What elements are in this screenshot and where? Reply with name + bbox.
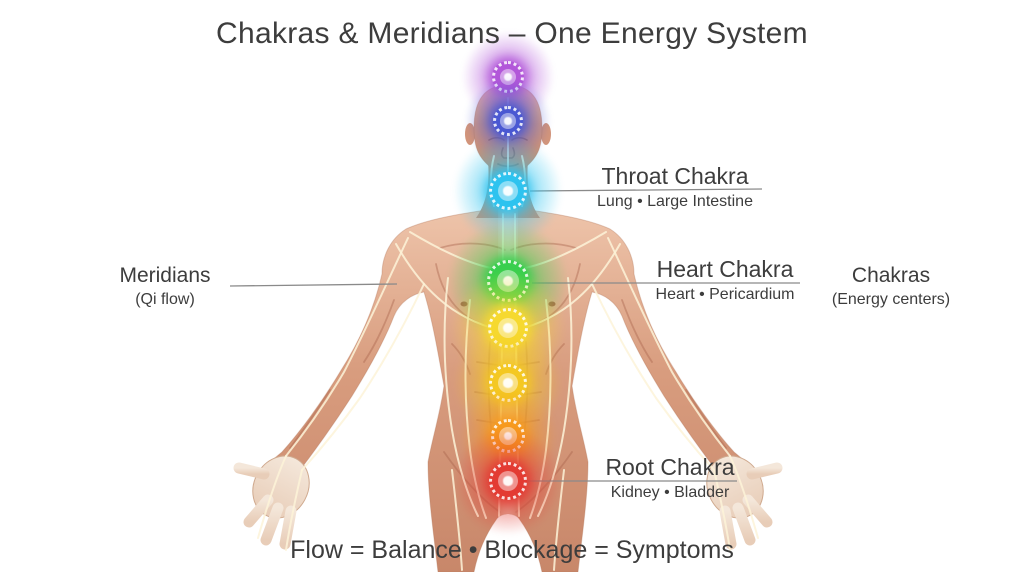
callout-subtitle: (Qi flow) xyxy=(135,291,195,308)
callout-title: Root Chakra xyxy=(605,454,735,480)
callout-subtitle: Heart • Pericardium xyxy=(655,286,795,303)
left-hand xyxy=(233,455,310,550)
callout-subtitle: Lung • Large Intestine xyxy=(597,193,753,210)
callout-subtitle: Kidney • Bladder xyxy=(610,484,730,501)
throat-chakra-callout: Throat Chakra Lung • Large Intestine xyxy=(597,164,753,210)
callout-subtitle: (Energy centers) xyxy=(831,291,951,308)
footer-caption: Flow = Balance • Blockage = Symptoms xyxy=(290,536,734,564)
page-title: Chakras & Meridians – One Energy System xyxy=(216,17,808,50)
meridians-leader-line xyxy=(229,283,398,287)
meridians-label: Meridians (Qi flow) xyxy=(119,264,210,308)
callout-title: Throat Chakra xyxy=(601,163,749,189)
heart-chakra-callout: Heart Chakra Heart • Pericardium xyxy=(656,257,795,303)
throat-leader-line xyxy=(529,188,763,192)
callout-title: Heart Chakra xyxy=(656,256,794,282)
chakras-label: Chakras (Energy centers) xyxy=(832,264,950,308)
callout-title: Meridians xyxy=(119,264,211,287)
callout-title: Chakras xyxy=(851,264,931,287)
root-chakra-callout: Root Chakra Kidney • Bladder xyxy=(605,455,734,501)
